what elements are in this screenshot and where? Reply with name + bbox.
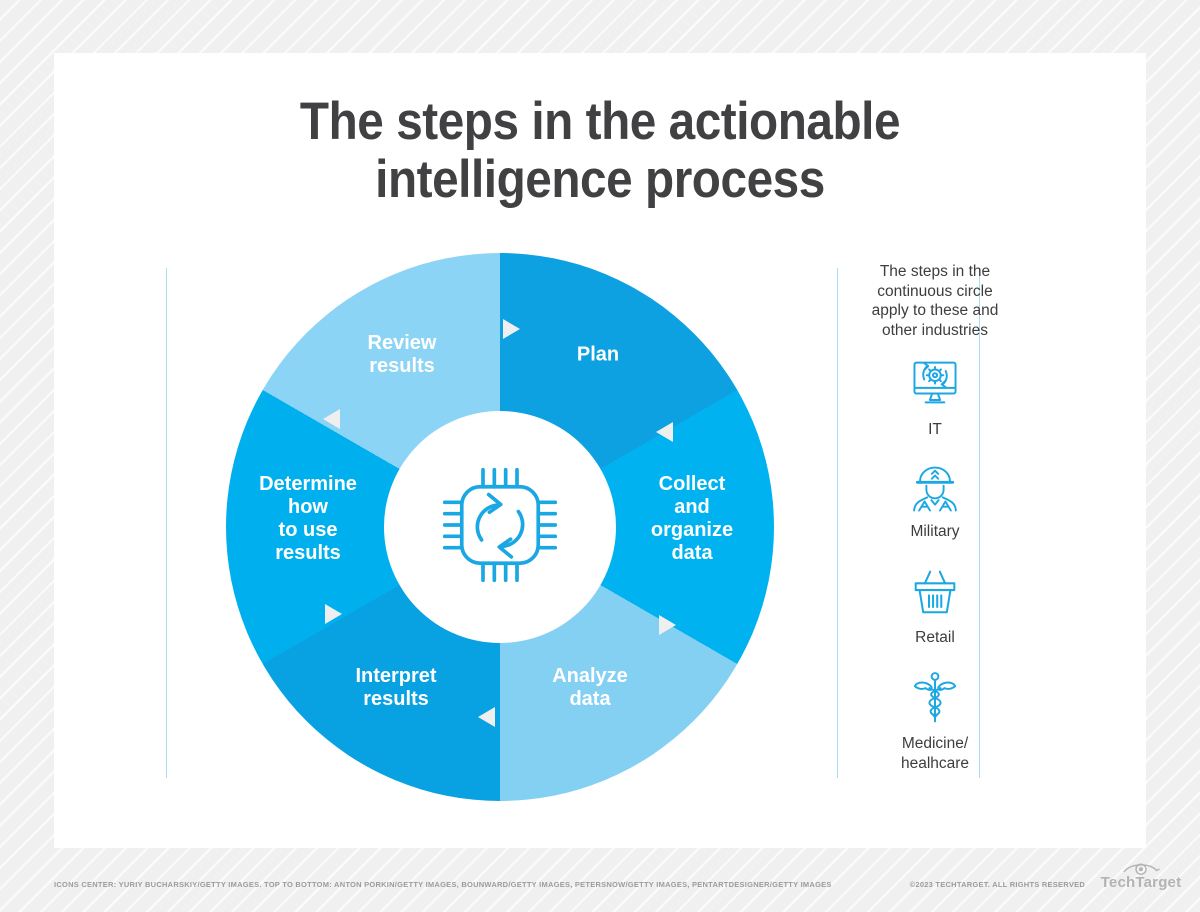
industry-label-medicine: Medicine/ healhcare bbox=[900, 735, 970, 772]
shopping-basket-icon bbox=[837, 564, 1033, 625]
techtarget-logo: TechTarget bbox=[1098, 861, 1184, 892]
flow-arrow-interpret-to-determine bbox=[325, 604, 342, 624]
flow-arrow-determine-to-review bbox=[323, 409, 340, 429]
wheel-center bbox=[384, 411, 616, 643]
sidebar-left-divider-line bbox=[837, 268, 838, 778]
segment-label-analyze: Analyze data bbox=[552, 665, 628, 710]
segment-label-plan: Plan bbox=[576, 343, 620, 366]
sidebar-right-divider-line bbox=[979, 268, 980, 778]
process-wheel: Plan Collect and organize data Analyze d… bbox=[226, 253, 774, 801]
soldier-helmet-icon bbox=[837, 458, 1033, 521]
icon-credits-text: ICONS CENTER: YURIY BUCHARSKIY/GETTY IMA… bbox=[54, 880, 832, 889]
sidebar-note: The steps in the continuous circle apply… bbox=[871, 263, 999, 339]
brand-name: TechTarget bbox=[1100, 874, 1182, 891]
processor-sync-icon bbox=[415, 440, 585, 615]
industry-label-it: IT bbox=[928, 421, 942, 438]
flow-arrow-collect-to-analyze bbox=[659, 615, 676, 635]
industry-label-retail: Retail bbox=[915, 629, 955, 646]
page-title: The steps in the actionable intelligence… bbox=[299, 92, 901, 209]
techtarget-eye-icon bbox=[1120, 861, 1162, 875]
left-divider-line bbox=[166, 268, 167, 778]
industry-label-military: Military bbox=[910, 523, 960, 540]
segment-label-collect: Collect and organize data bbox=[650, 473, 734, 564]
segment-label-interpret: Interpret results bbox=[355, 665, 437, 710]
industries-sidebar: The steps in the continuous circle apply… bbox=[837, 262, 1033, 842]
caduceus-icon bbox=[837, 668, 1033, 733]
flow-arrow-plan-to-collect bbox=[656, 422, 673, 442]
flow-arrow-review-to-plan bbox=[503, 319, 520, 339]
computer-gear-cycle-icon bbox=[837, 358, 1033, 419]
segment-label-determine: Determine how to use results bbox=[259, 473, 357, 564]
segment-label-review: Review results bbox=[367, 332, 437, 377]
infographic-card: The steps in the actionable intelligence… bbox=[54, 53, 1146, 848]
copyright-text: ©2023 TECHTARGET. ALL RIGHTS RESERVED bbox=[909, 880, 1085, 889]
flow-arrow-analyze-to-interpret bbox=[478, 707, 495, 727]
